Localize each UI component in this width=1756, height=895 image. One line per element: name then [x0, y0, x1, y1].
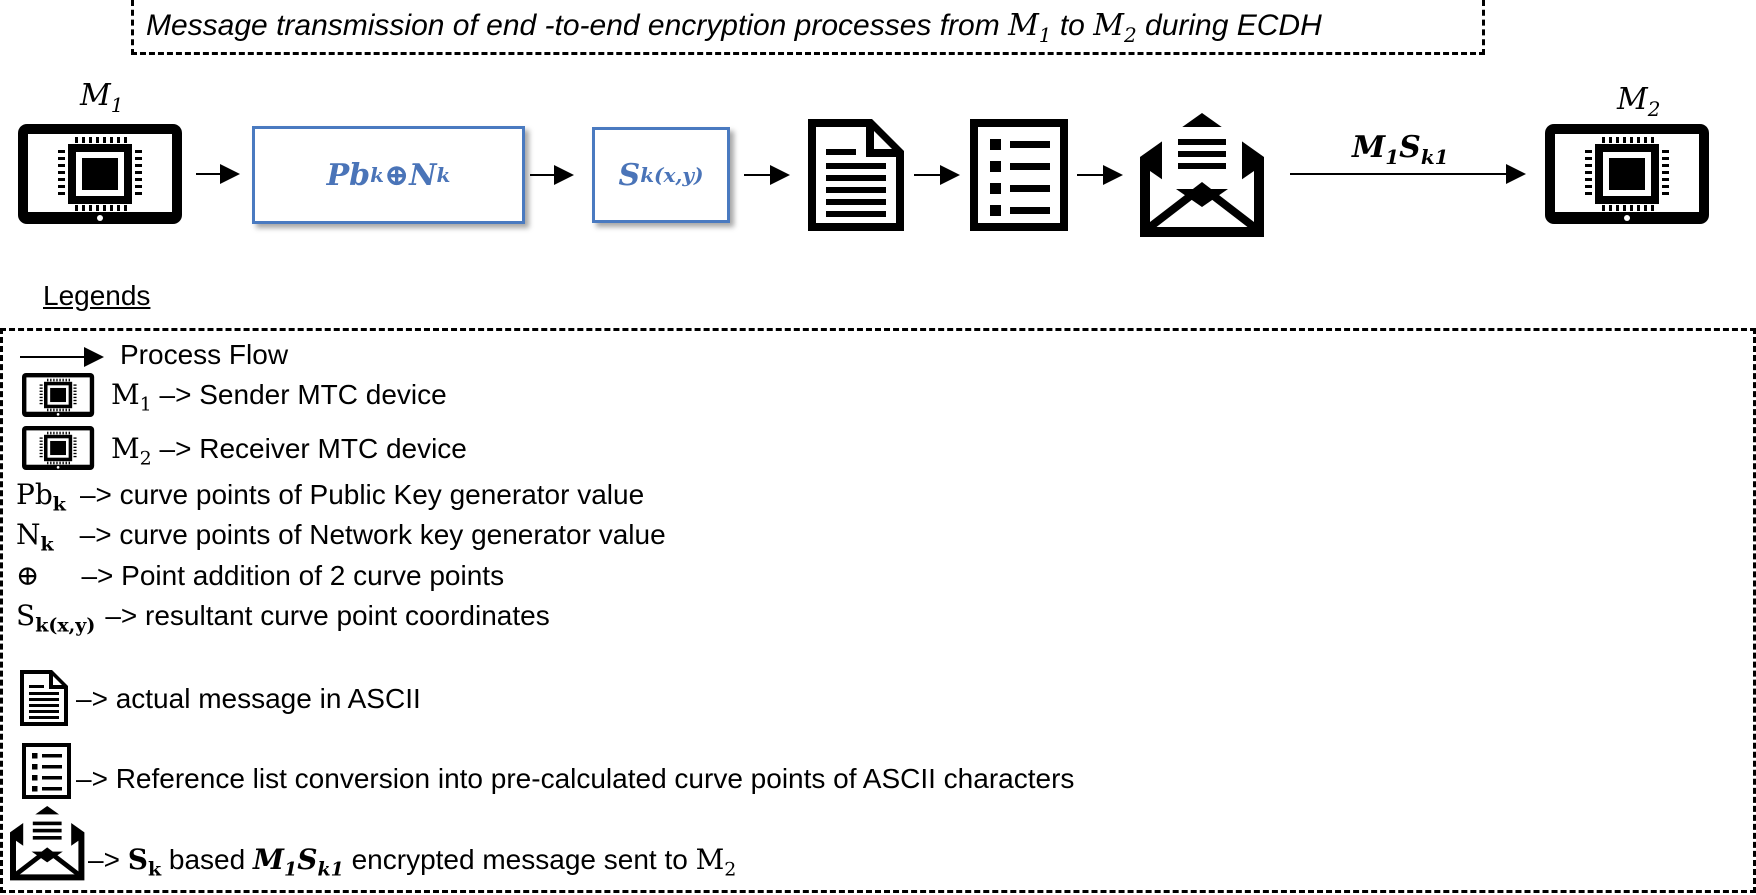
- receiver-device-icon: [1545, 124, 1709, 224]
- legend-process-flow: Process Flow: [120, 339, 289, 370]
- sender-label: M1: [80, 78, 124, 117]
- legends-title: Legends: [43, 280, 151, 311]
- diagram-title: Message transmission of end -to-end encr…: [146, 8, 1322, 47]
- title-frame: [131, 0, 1485, 55]
- legend-list: –> Reference list conversion into pre-ca…: [76, 763, 1075, 794]
- legend-point-addition: ⊕–> Point addition of 2 curve points: [16, 559, 505, 592]
- legend-network-key: Nk–> curve points of Network key generat…: [16, 518, 666, 556]
- document-icon: [808, 119, 904, 231]
- list-icon: [970, 119, 1068, 231]
- sender-device-icon: [18, 124, 182, 224]
- envelope-icon: [1140, 113, 1264, 237]
- legend-sender: M1 –> Sender MTC device: [111, 378, 447, 416]
- legend-resultant-point: Sk(x,y)–> resultant curve point coordina…: [16, 599, 550, 637]
- edge-label: M1Sk1: [1352, 130, 1449, 169]
- legend-frame: [0, 328, 1756, 893]
- legend-envelope: –> Sk based M1Sk1 encrypted message sent…: [88, 843, 737, 881]
- receiver-label: M2: [1617, 82, 1661, 121]
- legend-receiver: M2 –> Receiver MTC device: [111, 432, 467, 470]
- legend-public-key: Pbk–> curve points of Public Key generat…: [16, 478, 645, 516]
- legend-document: –> actual message in ASCII: [76, 683, 421, 714]
